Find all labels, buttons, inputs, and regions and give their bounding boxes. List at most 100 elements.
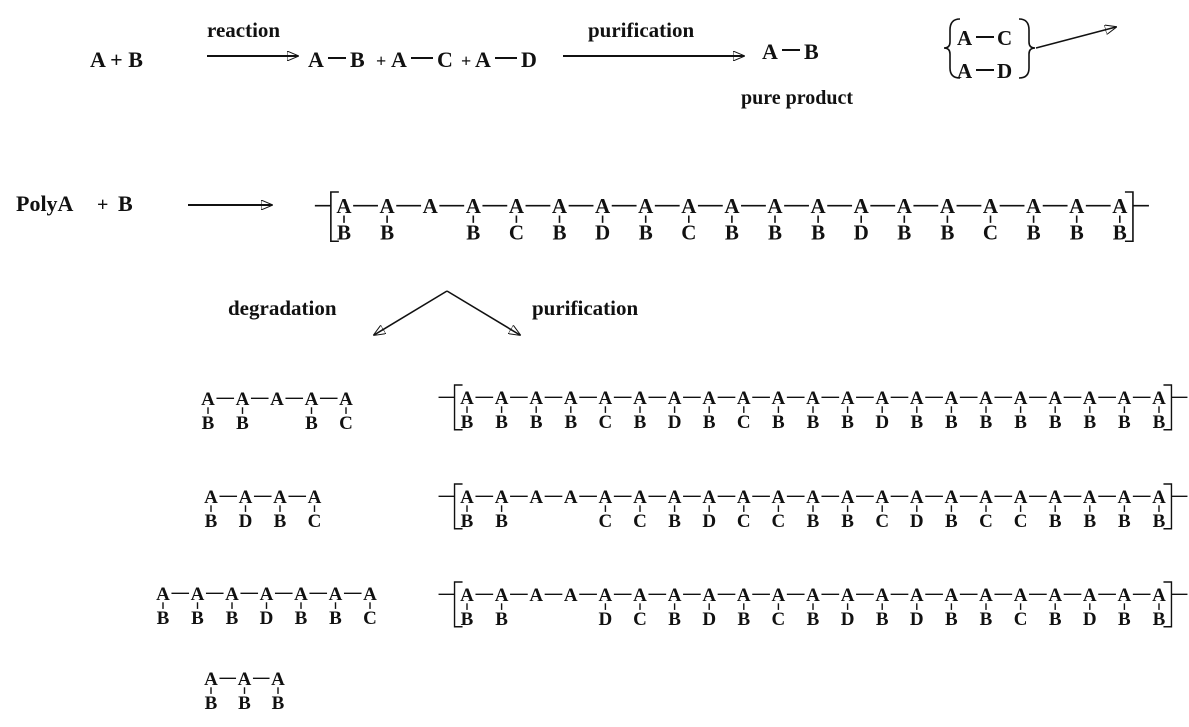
backbone-unit-a: A [329, 584, 343, 605]
backbone-unit-a: A [201, 389, 215, 410]
backbone-unit-a: A [897, 194, 913, 218]
substituent-b: B [461, 609, 474, 630]
substituent-c: C [983, 220, 998, 244]
backbone-unit-a: A [1118, 388, 1132, 409]
substituent-b: B [737, 609, 750, 630]
backbone-unit-a: A [668, 585, 682, 606]
backbone-unit-a: A [308, 487, 322, 508]
purification-arrow-bottom [446, 290, 520, 335]
substituent-c: C [1014, 511, 1028, 532]
substituent-b: B [495, 511, 508, 532]
backbone-unit-a: A [806, 585, 820, 606]
backbone-unit-a: A [1152, 585, 1166, 606]
substituent-b: B [1118, 609, 1131, 630]
substituent-d: D [702, 511, 716, 532]
substituent-c: C [339, 413, 353, 434]
byproduct1-c: C [997, 26, 1012, 50]
backbone-unit-a: A [239, 487, 253, 508]
backbone-unit-a: A [633, 388, 647, 409]
backbone-unit-a: A [1069, 194, 1085, 218]
substituent-b: B [807, 609, 820, 630]
backbone-unit-a: A [772, 585, 786, 606]
substituent-b: B [940, 220, 954, 244]
backbone-unit-a: A [945, 585, 959, 606]
substituent-c: C [509, 220, 524, 244]
substituent-b: B [236, 413, 249, 434]
right-bracket [1163, 384, 1173, 431]
substituent-b: B [191, 608, 204, 629]
backbone-unit-a: A [638, 194, 654, 218]
backbone-unit-a: A [204, 487, 218, 508]
polya-reactant: PolyA [16, 191, 74, 216]
backbone-unit-a: A [702, 487, 716, 508]
backbone-unit-a: A [875, 487, 889, 508]
substituent-c: C [875, 511, 889, 532]
backbone-unit-a: A [423, 194, 439, 218]
substituent-b: B [1118, 412, 1131, 433]
substituent-b: B [1153, 412, 1166, 433]
backbone-unit-a: A [495, 585, 509, 606]
substituent-b: B [945, 511, 958, 532]
substituent-b: B [202, 413, 215, 434]
backbone-unit-a: A [1048, 487, 1062, 508]
backbone-unit-a: A [724, 194, 740, 218]
backbone-unit-a: A [875, 388, 889, 409]
substituent-b: B [668, 609, 681, 630]
plus-sign: + [376, 51, 386, 71]
backbone-unit-a: A [910, 487, 924, 508]
backbone-unit-a: A [983, 194, 999, 218]
substituent-b: B [1070, 220, 1084, 244]
substituent-b: B [841, 511, 854, 532]
backbone-unit-a: A [380, 194, 396, 218]
backbone-unit-a: A [940, 194, 956, 218]
substituent-b: B [1113, 220, 1127, 244]
substituent-b: B [337, 220, 351, 244]
substituent-b: B [380, 220, 394, 244]
byproduct2-a: A [957, 59, 973, 83]
substituent-b: B [552, 220, 566, 244]
substituent-c: C [737, 412, 751, 433]
substituent-d: D [595, 220, 610, 244]
byproduct2-d: D [997, 59, 1012, 83]
substituent-c: C [633, 609, 647, 630]
left-bracket [453, 483, 463, 530]
backbone-unit-a: A [273, 487, 287, 508]
substituent-b: B [205, 511, 218, 532]
plus-sign: + [461, 51, 471, 71]
substituent-b: B [238, 693, 251, 714]
right-bracket [1163, 581, 1173, 628]
backbone-unit-a: A [702, 585, 716, 606]
substituent-c: C [772, 609, 786, 630]
backbone-unit-a: A [737, 487, 751, 508]
backbone-unit-a: A [599, 585, 613, 606]
backbone-unit-a: A [529, 388, 543, 409]
substituent-d: D [875, 412, 889, 433]
backbone-unit-a: A [1014, 487, 1028, 508]
backbone-unit-a: A [271, 669, 285, 690]
substituent-b: B [205, 693, 218, 714]
substituent-b: B [1118, 511, 1131, 532]
backbone-unit-a: A [236, 389, 250, 410]
substituent-b: B [897, 220, 911, 244]
right-bracket [1124, 191, 1134, 243]
left-brace [943, 18, 961, 79]
substituent-d: D [910, 609, 924, 630]
backbone-unit-a: A [841, 487, 855, 508]
substituent-d: D [702, 609, 716, 630]
mixture-c: C [437, 47, 453, 72]
substituent-b: B [295, 608, 308, 629]
backbone-unit-a: A [1048, 585, 1062, 606]
substituent-d: D [854, 220, 869, 244]
backbone-unit-a: A [811, 194, 827, 218]
backbone-unit-a: A [529, 585, 543, 606]
backbone-unit-a: A [875, 585, 889, 606]
backbone-unit-a: A [806, 388, 820, 409]
byproduct1-a: A [957, 26, 973, 50]
backbone-unit-a: A [910, 585, 924, 606]
backbone-unit-a: A [841, 388, 855, 409]
substituent-b: B [1049, 412, 1062, 433]
substituent-b: B [807, 511, 820, 532]
backbone-unit-a: A [466, 194, 482, 218]
